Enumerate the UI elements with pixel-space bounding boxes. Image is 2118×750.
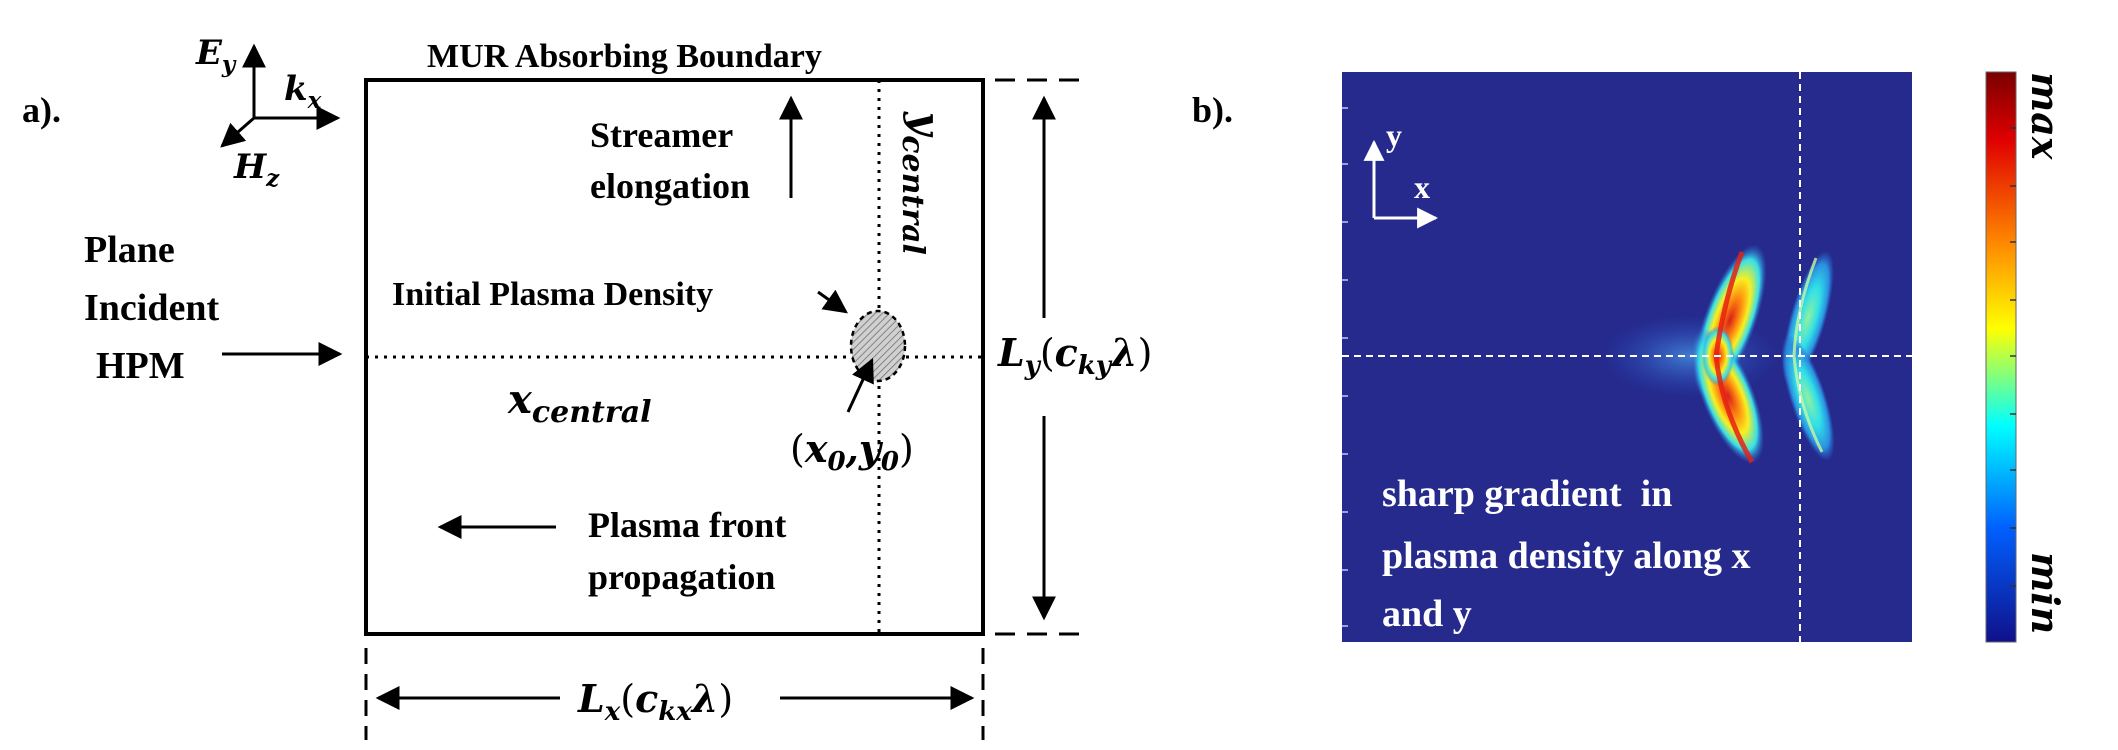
hz-label: Hz xyxy=(233,147,280,192)
kx-label: kx xyxy=(284,69,322,114)
incident-wave-label: Plane Incident HPM xyxy=(84,229,219,387)
x-central-label: xcentral xyxy=(507,376,652,430)
ly-label: Ly(ckyλ) xyxy=(997,330,1152,381)
streamer-label: Streamer elongation xyxy=(590,115,750,206)
panel-b-label: b). xyxy=(1192,90,1233,130)
initial-density-label: Initial Plasma Density xyxy=(392,276,713,313)
colorbar xyxy=(1985,71,2017,643)
caption-line-3: and y xyxy=(1382,593,1472,635)
plasma-front-label: Plasma front propagation xyxy=(588,505,786,597)
colorbar-min-label: min xyxy=(2023,552,2068,634)
origin-label: (x0,y0) xyxy=(790,426,914,477)
streamer-line-1: Streamer xyxy=(590,115,733,155)
caption-line-2: plasma density along x xyxy=(1382,535,1750,577)
panel-a: a). Ey kx Hz MUR Absorbing Boundary Plan… xyxy=(22,33,1152,740)
incident-line-1: Plane xyxy=(84,229,175,271)
plasma-front-line-2: propagation xyxy=(588,557,775,597)
panel-b: b). y x sharp xyxy=(1192,71,2068,643)
density-map-ticks xyxy=(1342,107,1348,627)
density-caption: sharp gradient in plasma density along x… xyxy=(1382,473,1750,635)
y-central-label: ycentral xyxy=(895,111,949,255)
map-y-label: y xyxy=(1386,117,1402,153)
colorbar-max-label: max xyxy=(2023,72,2068,161)
incident-line-3: HPM xyxy=(96,345,185,387)
initial-density-arrow xyxy=(817,289,848,314)
colorbar-ticks xyxy=(2010,127,2016,587)
map-x-label: x xyxy=(1414,169,1430,205)
boundary-title: MUR Absorbing Boundary xyxy=(427,38,822,75)
field-axes-triad: Ey kx Hz xyxy=(195,33,341,192)
caption-line-1: sharp gradient in xyxy=(1382,473,1672,515)
origin-arrow xyxy=(846,357,874,413)
hz-axis-arrow xyxy=(220,116,255,148)
lx-label: Lx(ckxλ) xyxy=(577,676,733,727)
ey-label: Ey xyxy=(195,33,237,78)
streamer-line-2: elongation xyxy=(590,166,750,206)
panel-a-label: a). xyxy=(22,90,61,130)
plasma-front-line-1: Plasma front xyxy=(588,505,786,545)
plasma-seed xyxy=(849,309,907,383)
incident-line-2: Incident xyxy=(84,287,219,329)
